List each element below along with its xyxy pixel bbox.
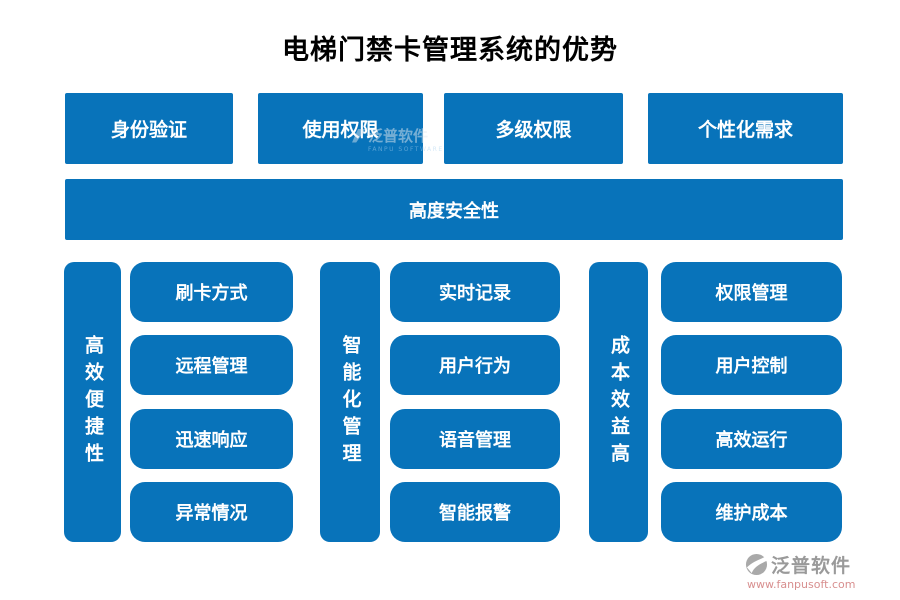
page-title: 电梯门禁卡管理系统的优势 (282, 35, 618, 66)
side-label-cost-effectiveness: 成本效益高 (589, 262, 648, 542)
box-label: 身份验证 (110, 119, 187, 141)
side-label-text: 智能化管理 (339, 334, 362, 470)
box-usage-rights: 使用权限 (258, 93, 423, 164)
box-permission-management: 权限管理 (661, 262, 842, 322)
box-realtime-records: 实时记录 (390, 262, 560, 322)
box-personalized-needs: 个性化需求 (648, 93, 843, 164)
box-maintenance-cost: 维护成本 (661, 481, 842, 542)
box-remote-management: 远程管理 (130, 335, 293, 396)
fanpu-logo: 泛普软件 www.fanpusoft.com (745, 551, 893, 591)
fanpu-logo-icon (745, 553, 768, 576)
fanpu-logo-name: 泛普软件 (771, 555, 852, 577)
group-cost-boxes: 权限管理 用户控制 高效运行 维护成本 (661, 262, 842, 542)
side-label-text: 成本效益高 (608, 334, 630, 470)
side-label-text: 高效便捷性 (82, 334, 104, 470)
box-user-control: 用户控制 (661, 335, 842, 396)
box-user-behavior: 用户行为 (390, 335, 560, 396)
fanpu-logo-url: www.fanpusoft.com (747, 578, 856, 591)
side-label-efficiency: 高效便捷性 (64, 262, 121, 542)
box-label: 使用权限 (302, 119, 379, 141)
box-multi-level-rights: 多级权限 (444, 93, 623, 164)
box-card-swipe: 刷卡方式 (130, 262, 293, 322)
bar-label: 高度安全性 (409, 200, 499, 222)
box-rapid-response: 迅速响应 (130, 408, 293, 469)
bar-high-security: 高度安全性 (65, 179, 843, 240)
box-efficient-operation: 高效运行 (661, 408, 842, 469)
group-intelligent-boxes: 实时记录 用户行为 语音管理 智能报警 (390, 262, 560, 542)
box-label: 个性化需求 (697, 119, 793, 141)
group-efficiency-boxes: 刷卡方式 远程管理 迅速响应 异常情况 (130, 262, 293, 542)
box-identity-verification: 身份验证 (65, 93, 233, 164)
box-smart-alarm: 智能报警 (390, 481, 560, 542)
box-label: 多级权限 (495, 119, 572, 141)
side-label-intelligent-management: 智能化管理 (320, 262, 380, 542)
box-abnormal-situations: 异常情况 (130, 481, 293, 542)
box-voice-management: 语音管理 (390, 408, 560, 469)
